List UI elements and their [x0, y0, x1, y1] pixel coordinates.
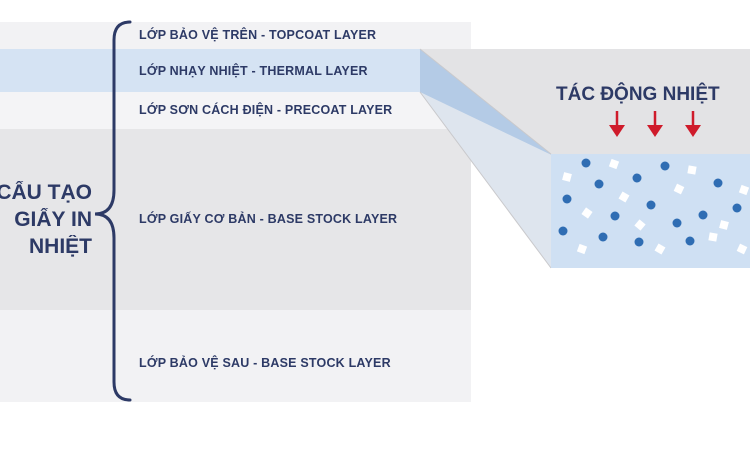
diagram-title-line-3: NHIỆT — [29, 235, 92, 258]
thermal-layer-label: LỚP NHẠY NHIỆT - THERMAL LAYER — [139, 64, 368, 78]
developer-square — [673, 183, 685, 195]
back-protective-layer-label: LỚP BẢO VỆ SAU - BASE STOCK LAYER — [139, 356, 391, 370]
diagram-title-line-1: CẤU TẠO — [0, 181, 92, 204]
dye-dot — [581, 158, 591, 168]
heat-arrow-icon — [609, 111, 625, 137]
developer-square — [634, 219, 646, 231]
layer-bracket — [94, 20, 132, 402]
developer-square — [736, 243, 748, 255]
developer-square — [576, 243, 588, 255]
thermal-layer-band — [0, 49, 471, 92]
projection-top-face — [420, 49, 750, 154]
developer-square — [719, 220, 729, 230]
developer-square — [738, 184, 750, 196]
dye-dot — [610, 211, 620, 221]
dye-dot — [594, 179, 604, 189]
dye-dot — [562, 194, 572, 204]
dye-dot — [660, 161, 670, 171]
dye-dot — [634, 237, 644, 247]
heat-arrow-icon — [685, 111, 701, 137]
developer-square — [618, 191, 630, 203]
developer-particles — [562, 158, 750, 255]
dye-dot — [598, 232, 608, 242]
topcoat-layer-label: LỚP BẢO VỆ TRÊN - TOPCOAT LAYER — [139, 28, 377, 42]
dye-dot — [732, 203, 742, 213]
dye-dot — [685, 236, 695, 246]
diagram-title-line-2: GIẤY IN — [14, 208, 92, 231]
dye-particles — [558, 158, 742, 247]
dye-dot — [698, 210, 708, 220]
heat-arrows — [609, 111, 701, 137]
dye-dot — [672, 218, 682, 228]
dye-dot — [632, 173, 642, 183]
heat-arrow-icon — [647, 111, 663, 137]
base-stock-layer-band — [0, 129, 471, 310]
developer-square — [608, 158, 620, 170]
developer-square — [687, 165, 697, 175]
base-stock-layer-label: LỚP GIẤY CƠ BẢN - BASE STOCK LAYER — [139, 212, 398, 226]
topcoat-layer-band — [0, 22, 471, 49]
precoat-layer-band — [0, 92, 471, 129]
developer-square — [654, 243, 666, 255]
dye-dot — [558, 226, 568, 236]
back-protective-layer-band — [0, 310, 471, 402]
dye-dot — [646, 200, 656, 210]
developer-square — [562, 172, 572, 182]
heat-impact-label: TÁC ĐỘNG NHIỆT — [556, 84, 720, 105]
developer-square — [581, 207, 593, 219]
developer-square — [708, 232, 718, 242]
precoat-layer-label: LỚP SƠN CÁCH ĐIỆN - PRECOAT LAYER — [139, 103, 393, 117]
dye-dot — [713, 178, 723, 188]
